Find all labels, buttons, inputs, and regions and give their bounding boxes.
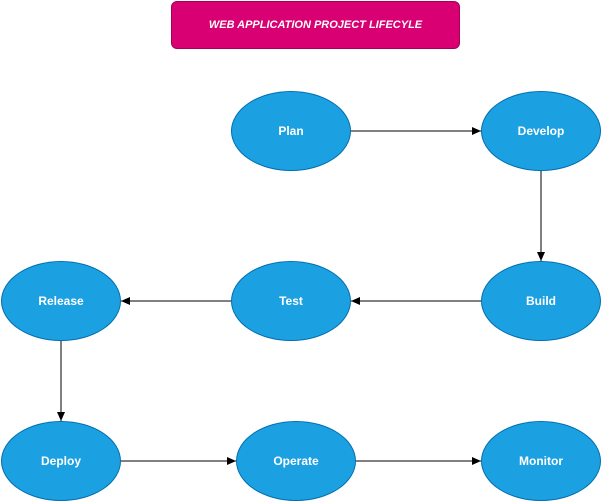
node-test[interactable]: Test bbox=[231, 261, 351, 341]
node-monitor[interactable]: Monitor bbox=[481, 421, 601, 501]
node-release[interactable]: Release bbox=[1, 261, 121, 341]
diagram-title: WEB APPLICATION PROJECT LIFECYLE bbox=[171, 1, 460, 49]
node-operate[interactable]: Operate bbox=[236, 421, 356, 501]
node-deploy[interactable]: Deploy bbox=[1, 421, 121, 501]
node-develop[interactable]: Develop bbox=[481, 91, 601, 171]
node-build[interactable]: Build bbox=[481, 261, 601, 341]
node-plan[interactable]: Plan bbox=[231, 91, 351, 171]
